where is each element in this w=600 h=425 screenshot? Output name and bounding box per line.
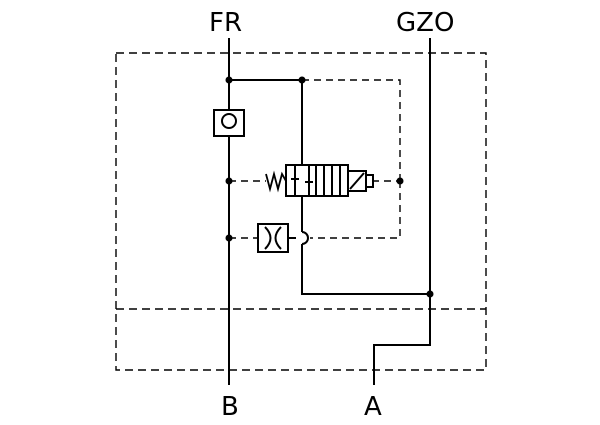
junction-dot — [225, 234, 233, 242]
junction-dot — [298, 76, 306, 84]
solenoid-valve-icon — [285, 164, 349, 197]
pilot-line-right — [310, 181, 401, 239]
throttle-body — [257, 223, 289, 253]
pilot-lines — [229, 79, 401, 239]
valve-envelope-left — [285, 164, 317, 197]
junction-dot — [426, 290, 434, 298]
line-crossover — [301, 231, 309, 245]
junction-dot — [225, 76, 233, 84]
solenoid-tip — [365, 174, 374, 188]
port-label-fr: FR — [209, 8, 243, 38]
solenoid-winding — [349, 172, 365, 190]
line-a — [373, 294, 431, 385]
junctions — [225, 76, 434, 298]
spring-icon — [265, 170, 287, 193]
main-lines — [228, 38, 431, 385]
line-mid-to-gzo — [301, 244, 430, 295]
port-label-a: A — [364, 392, 382, 422]
throttle-arc-right — [274, 226, 282, 250]
port-label-b: B — [221, 392, 239, 422]
housing-block — [115, 52, 487, 371]
check-valve-ball — [221, 113, 237, 129]
junction-dot — [396, 177, 404, 185]
throttle-icon — [257, 223, 296, 253]
port-label-gzo: GZO — [396, 8, 455, 38]
housing-outline — [115, 52, 487, 371]
junction-dot — [225, 177, 233, 185]
check-valve-icon — [213, 109, 245, 137]
solenoid-actuator-icon — [347, 170, 374, 192]
pilot-line-top — [302, 79, 401, 181]
throttle-arc-left — [264, 226, 272, 250]
